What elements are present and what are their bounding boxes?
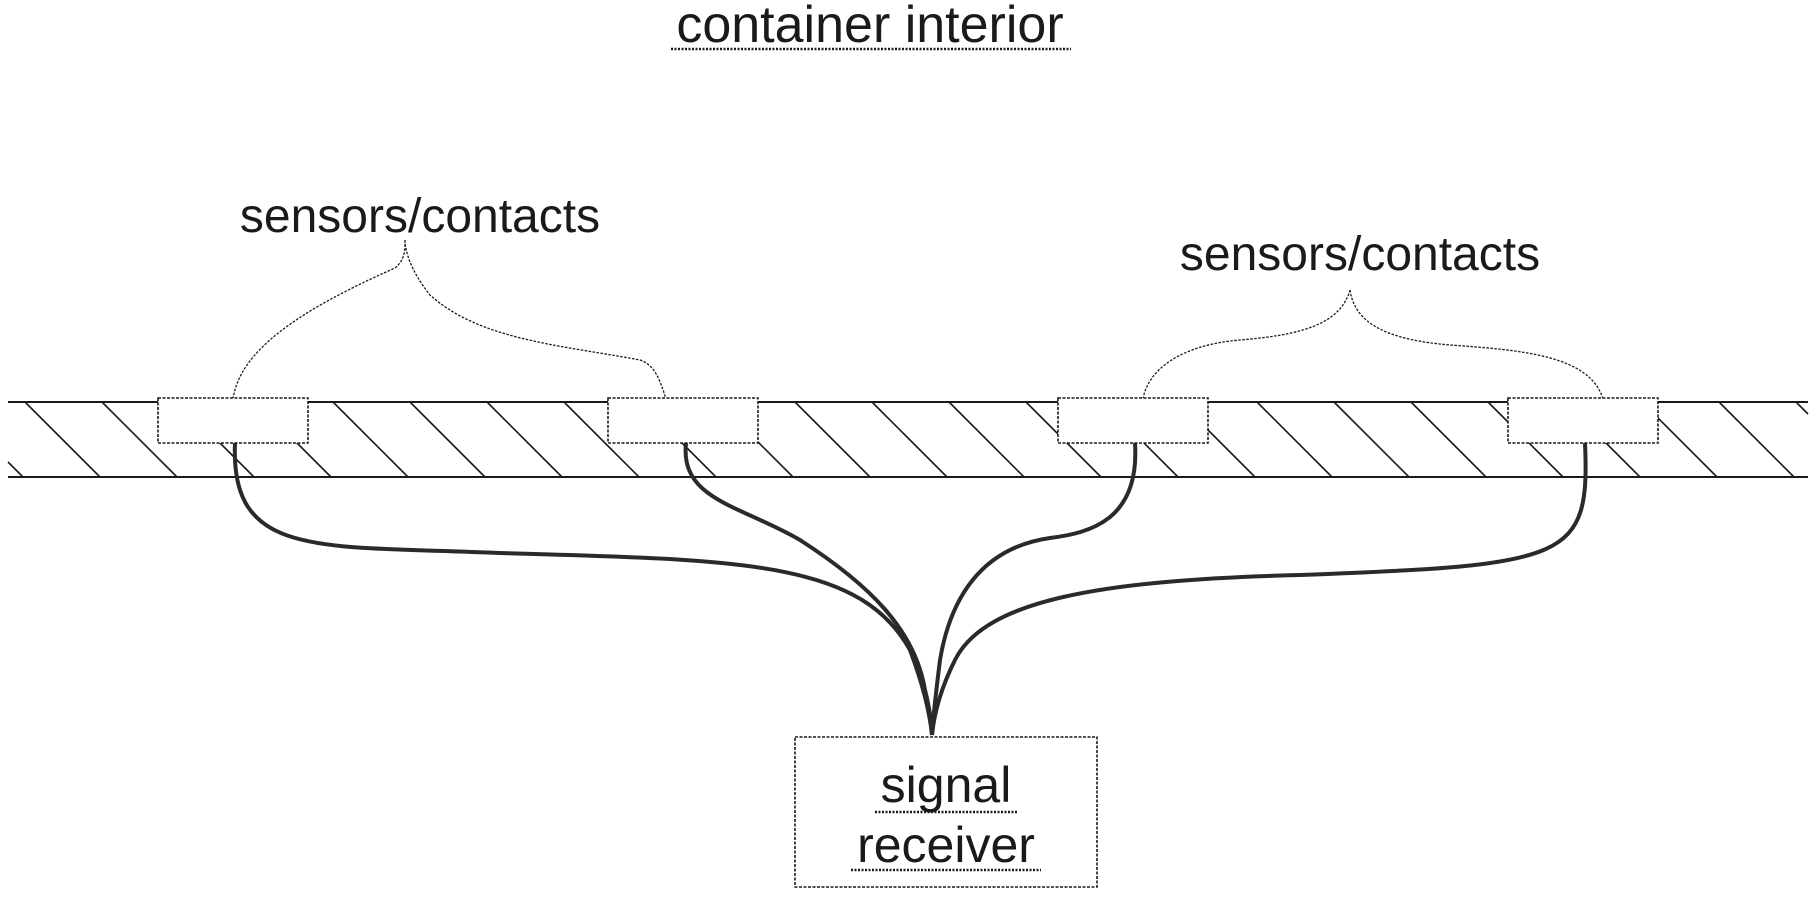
wire-sensor-2 — [686, 443, 932, 735]
hatch-line — [25, 402, 100, 477]
sensors — [158, 398, 1658, 443]
diagram-title: container interior — [676, 0, 1063, 54]
hatch-line — [795, 402, 870, 477]
sensor-3 — [1058, 398, 1208, 443]
sensor-group-label-right: sensors/contacts — [1180, 228, 1540, 281]
hatch-line — [1411, 402, 1486, 477]
receiver-label-line1: signal — [881, 757, 1012, 813]
leader-left-group — [233, 240, 666, 399]
hatch-line — [872, 402, 947, 477]
sensor-4 — [1508, 398, 1658, 443]
hatch-line — [410, 402, 485, 477]
hatch-line — [949, 402, 1024, 477]
hatch-line — [8, 462, 23, 477]
hatch-line — [487, 402, 562, 477]
sensor-group-label-left: sensors/contacts — [240, 190, 600, 243]
hatch-line — [1257, 402, 1332, 477]
leader-right-group — [1143, 290, 1603, 399]
sensor-1 — [158, 398, 308, 443]
receiver-label-line2: receiver — [857, 817, 1035, 873]
signal-receiver: signal receiver — [795, 737, 1097, 887]
hatch-line — [333, 402, 408, 477]
signal-wires — [235, 443, 1586, 735]
hatch-line — [1719, 402, 1794, 477]
hatch-line — [1334, 402, 1409, 477]
hatch-line — [1796, 402, 1808, 414]
wire-sensor-4 — [932, 443, 1586, 735]
wire-sensor-1 — [235, 443, 932, 735]
sensor-2 — [608, 398, 758, 443]
